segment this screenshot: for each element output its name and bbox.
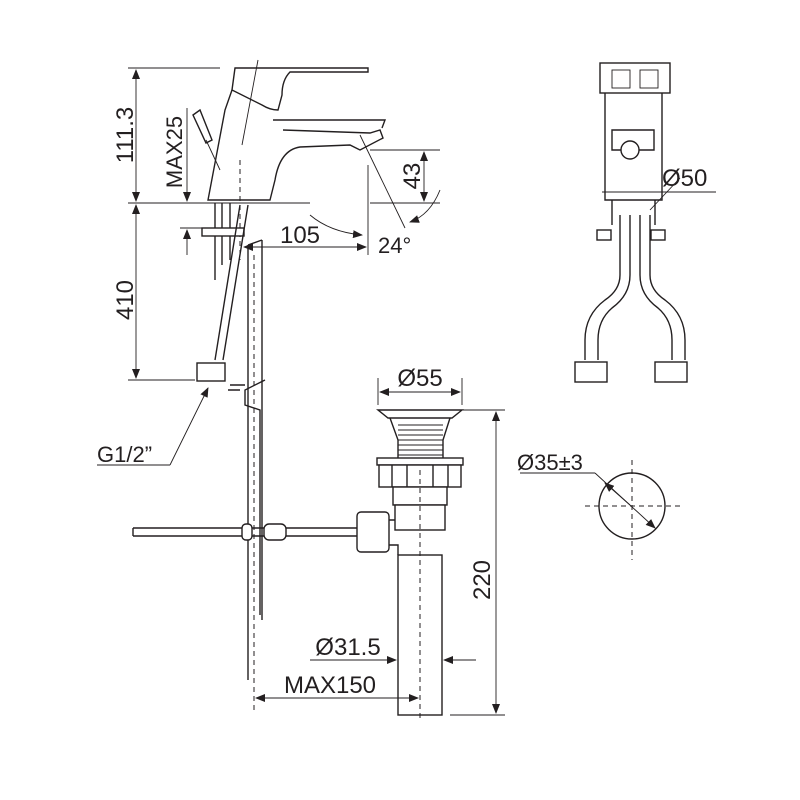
max-deck-thickness-label: MAX25: [162, 116, 187, 188]
spout-height-label: 43: [399, 163, 426, 190]
faucet-height-label: 111.3: [112, 107, 139, 164]
hose-thread-label: G1/2”: [97, 442, 152, 467]
dimension-lines-faucet: [97, 67, 441, 466]
faucet-side-view: [192, 59, 387, 710]
spout-reach-label: 105: [280, 222, 320, 249]
faucet-front-view: [574, 62, 716, 383]
pop-up-waste: [132, 409, 464, 720]
faucet-body-diameter-label: Ø50: [662, 165, 707, 192]
max-rod-distance-label: MAX150: [284, 672, 376, 699]
waste-head-diameter-label: Ø55: [397, 365, 442, 392]
dimension-lines-waste: [255, 378, 505, 716]
mounting-hole-symbol: [520, 460, 680, 560]
spout-angle-label: 24°: [378, 233, 411, 258]
mounting-plate: [201, 227, 245, 237]
hose-length-label: 410: [112, 280, 139, 320]
hose-nut: [196, 362, 226, 382]
hole-diameter-label: Ø35±3: [517, 450, 583, 475]
waste-pipe-diameter-label: Ø31.5: [315, 634, 380, 661]
waste-length-label: 220: [469, 560, 496, 600]
